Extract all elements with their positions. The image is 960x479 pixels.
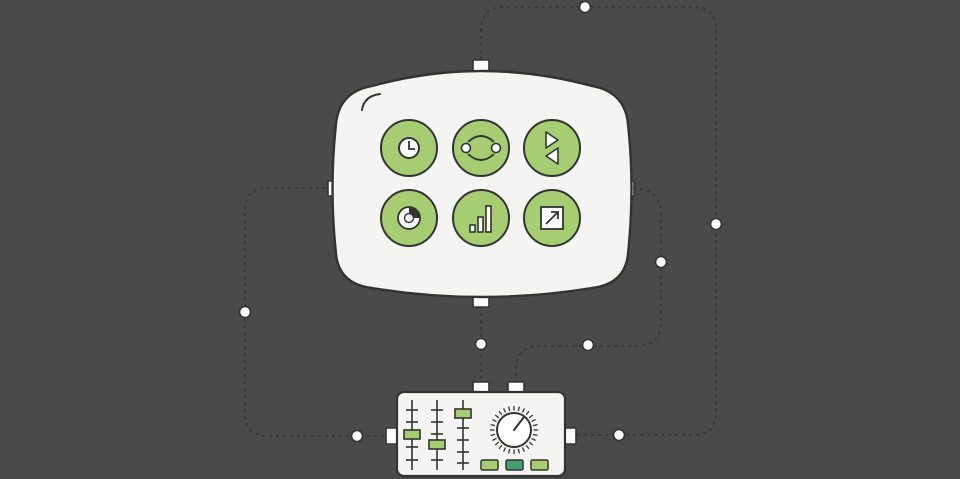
knob-tick: [521, 447, 525, 452]
wire-node: [654, 255, 668, 269]
wire-node: [474, 337, 488, 351]
knob-tick: [528, 441, 534, 446]
screen-glare: [361, 93, 381, 111]
knob-tick: [532, 433, 538, 436]
knob-tick: [517, 406, 520, 412]
controller-button-2[interactable]: [505, 459, 524, 471]
knob-tick: [531, 419, 536, 423]
knob-tick: [521, 408, 525, 413]
transfer-icon[interactable]: [523, 119, 581, 177]
bar-chart-icon[interactable]: [452, 189, 510, 247]
knob-tick: [528, 414, 534, 419]
wire-right-loop: [515, 187, 662, 382]
knob-tick: [525, 444, 530, 450]
knob-tick: [508, 406, 511, 412]
knob-tick: [490, 424, 496, 427]
knob-tick: [508, 448, 511, 454]
knob-tick: [498, 444, 503, 450]
wire-top-loop: [480, 6, 717, 436]
wire-node: [238, 305, 252, 319]
wire-node: [350, 429, 364, 443]
slider[interactable]: [454, 400, 472, 470]
sync-icon[interactable]: [452, 119, 510, 177]
wire-node: [709, 217, 723, 231]
slider-group: [403, 400, 472, 470]
knob-tick: [492, 437, 497, 441]
knob-tick: [503, 447, 507, 452]
donut-chart-icon[interactable]: [380, 189, 438, 247]
top-port: [472, 59, 490, 72]
wire-nodes: [238, 0, 723, 443]
knob-tick: [490, 433, 496, 436]
controller-button-3[interactable]: [530, 459, 549, 471]
controller-button-1[interactable]: [480, 459, 499, 471]
dial-knob[interactable]: [490, 406, 538, 454]
knob-tick: [498, 410, 503, 416]
controller-body: [395, 390, 567, 478]
device-body: [331, 69, 633, 299]
knob-tick: [492, 419, 497, 423]
controller-buttons: [480, 459, 549, 471]
knob-tick: [503, 408, 507, 413]
knob-tick: [494, 414, 500, 419]
slider[interactable]: [428, 400, 446, 470]
clock-icon[interactable]: [380, 119, 438, 177]
controller-left-port: [385, 427, 398, 445]
knob-tick: [525, 410, 530, 416]
knob-tick: [517, 448, 520, 454]
knob-tick: [531, 437, 536, 441]
expand-arrow-icon[interactable]: [523, 189, 581, 247]
slider[interactable]: [403, 400, 421, 470]
knob-tick: [494, 441, 500, 446]
wire-node: [581, 338, 595, 352]
wire-node: [612, 428, 626, 442]
wire-node: [578, 0, 592, 14]
controller: [385, 381, 577, 478]
controller-right-port: [564, 427, 577, 445]
main-device: [327, 59, 635, 308]
knob-tick: [532, 424, 538, 427]
